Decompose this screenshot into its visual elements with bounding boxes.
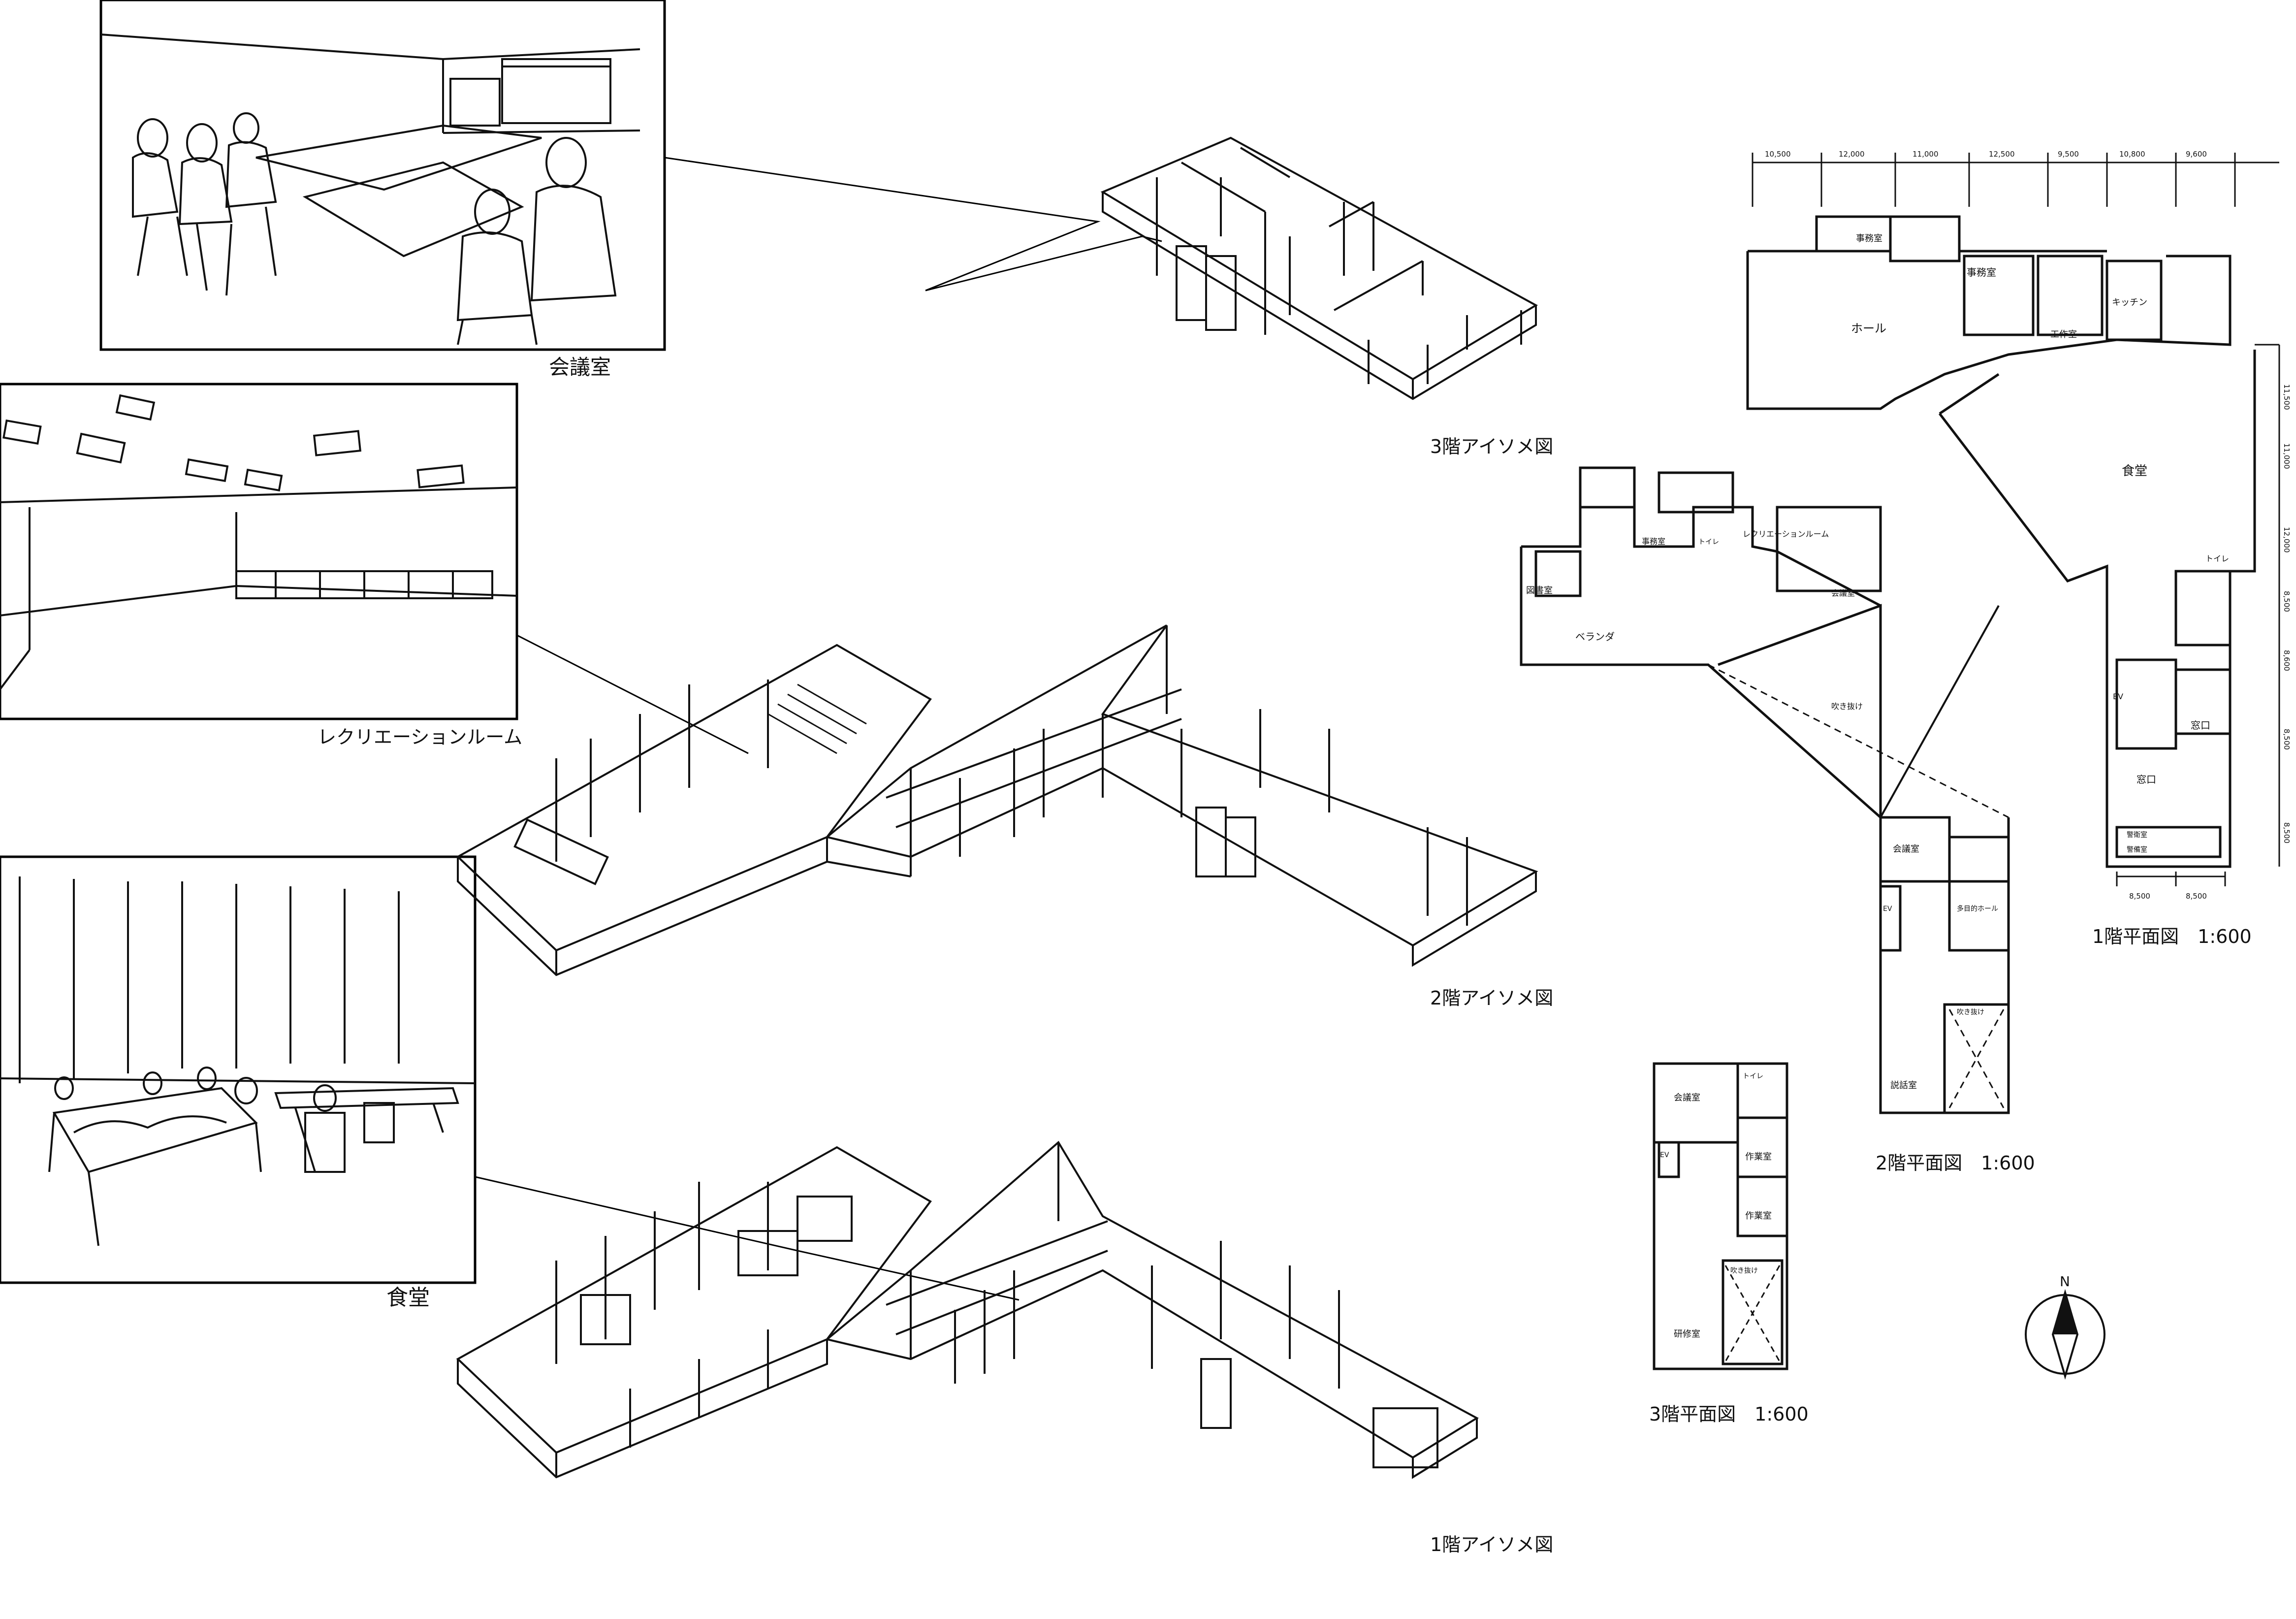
plan-1f-room-office2: 事務室 [1967,266,1996,278]
plan-floor-2: 事務室 トイレ レクリエーションルーム 図書室 会議室 ベランダ 吹き抜け 会議… [1521,468,2035,1174]
sketch-dining-hall: 食堂 [0,857,475,1310]
caption-iso-floor-3: 3階アイソメ図 [1430,436,1553,457]
plan-3f-room-ev: EV [1660,1151,1669,1159]
plan-1f-dim-right-1: 11,500 [2282,384,2291,410]
plan-1f-dim-right-2: 11,000 [2282,443,2291,469]
caption-iso-floor-2: 2階アイソメ図 [1430,987,1553,1009]
plan-2f-room-veranda: ベランダ [1575,631,1615,643]
plan-2f-room-recreation: レクリエーションルーム [1743,529,1829,539]
caption-conference-room: 会議室 [549,355,611,379]
plan-1f-dimension-top [1753,153,2279,207]
plan-2f-room-library: 図書室 [1526,585,1553,596]
isometric-floor-1 [458,1142,1477,1477]
plan-1f-dim-top-2: 12,000 [1839,150,1865,159]
plan-1f-dim-top-1: 10,500 [1765,150,1791,159]
plan-3f-room-void: 吹き抜け [1730,1267,1758,1275]
plan-2f-room-void2: 吹き抜け [1957,1008,1984,1016]
plan-1f-room-window2: 窓口 [2137,774,2156,785]
plan-floor-1: 10,500 12,000 11,000 12,500 9,500 10,800… [1748,150,2291,947]
sketch-frame [101,0,665,350]
plan-3f-room-research: 研修室 [1674,1329,1700,1339]
caption-dining-hall: 食堂 [386,1285,430,1310]
plan-1f-caption: 1階平面図 1:600 [2092,926,2252,947]
plan-1f-room-kitchen: キッチン [2112,297,2147,308]
plan-1f-dim-right-7: 8,500 [2282,822,2291,843]
plan-1f-dim-top-4: 12,500 [1989,150,2015,159]
plan-1f-dim-top-3: 11,000 [1913,150,1939,159]
plan-2f-room-meeting2: 会議室 [1893,844,1919,854]
plan-1f-dim-top-6: 10,800 [2119,150,2145,159]
caption-iso-floor-1: 1階アイソメ図 [1430,1534,1553,1555]
caption-recreation-room: レクリエーションルーム [318,726,522,748]
plan-1f-room-guard1: 警衛室 [2127,831,2147,839]
plan-2f-caption: 2階平面図 1:600 [1876,1152,2035,1174]
plan-1f-dim-right-3: 12,000 [2282,527,2291,553]
north-arrow: N [2025,1273,2105,1376]
plan-3f-room-workroom1: 作業室 [1745,1152,1772,1162]
sketch-recreation-room: レクリエーションルーム [0,384,522,748]
plan-1f-dim-bottom-1: 8,500 [2129,892,2150,901]
sketch-connector-lines [475,158,1162,1300]
plan-2f-room-multipurpose: 多目的ホール [1957,905,1998,913]
plan-1f-dim-right-5: 8,600 [2282,650,2291,671]
sketch-conference-room: 会議室 [101,0,665,379]
plan-1f-room-guard2: 警備室 [2127,845,2147,854]
plan-3f-room-workroom2: 作業室 [1745,1211,1772,1221]
plan-1f-room-hall: ホール [1851,322,1886,335]
plan-1f-room-workroom: 工作室 [2050,329,2077,340]
plan-3f-room-toilet: トイレ [1743,1072,1763,1080]
plan-1f-room-office: 事務室 [1856,233,1882,244]
plan-1f-dim-right-4: 8,500 [2282,591,2291,612]
plan-2f-room-office: 事務室 [1642,537,1665,546]
north-label: N [2060,1273,2070,1290]
plan-1f-dim-bottom-2: 8,500 [2186,892,2207,901]
isometric-floor-2 [458,625,1536,975]
sketch-frame [0,384,517,719]
sketch-frame [0,857,475,1283]
plan-1f-dim-top-7: 9,600 [2186,150,2207,159]
plan-2f-room-toilet: トイレ [1698,538,1719,546]
plan-2f-room-ev: EV [1883,905,1892,913]
plan-1f-room-window: 窓口 [2191,719,2210,731]
plan-floor-3: 会議室 トイレ EV 作業室 作業室 吹き抜け 研修室 3階平面図 1:600 [1649,1064,1809,1425]
plan-1f-room-cafeteria: 食堂 [2122,464,2147,479]
plan-3f-caption: 3階平面図 1:600 [1649,1403,1809,1425]
plan-2f-room-meeting: 会議室 [1831,588,1855,598]
plan-1f-room-ev: EV [2113,692,2123,701]
plan-1f-dim-top-5: 9,500 [2058,150,2079,159]
plan-2f-room-void: 吹き抜け [1831,702,1863,711]
plan-2f-room-briefing: 説話室 [1890,1080,1917,1091]
isometric-floor-3 [1103,138,1536,399]
plan-1f-room-toilet: トイレ [2205,554,2229,563]
plan-1f-dim-right-6: 8,500 [2282,729,2291,750]
plan-3f-room-meeting: 会議室 [1674,1093,1700,1103]
